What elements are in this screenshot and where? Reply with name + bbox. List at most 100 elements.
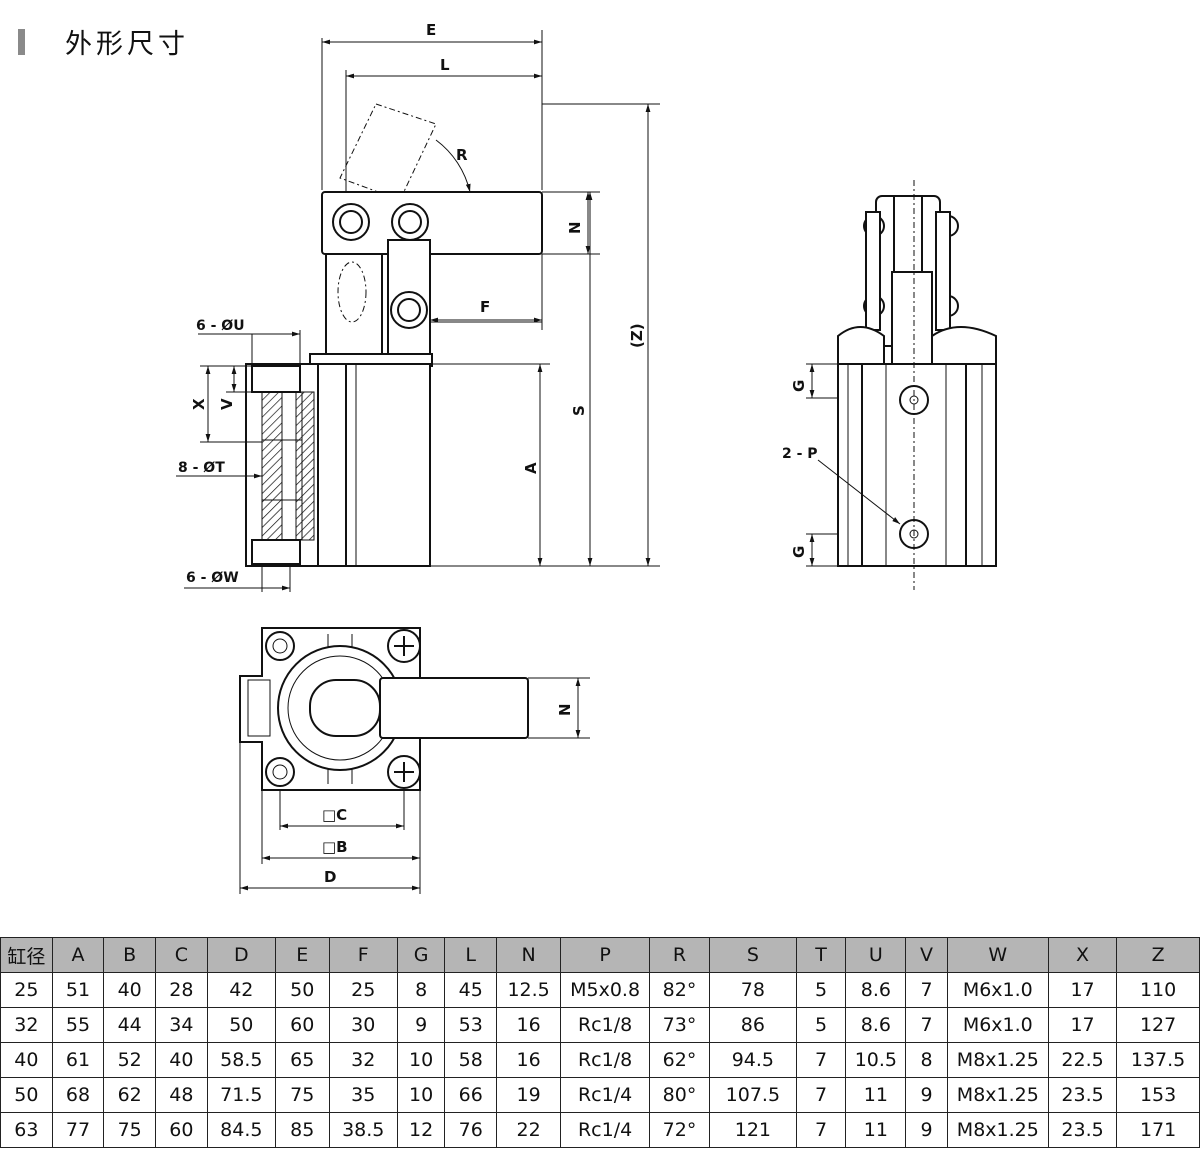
dim-label-Z: (Z) xyxy=(628,323,646,348)
table-cell: 34 xyxy=(155,1007,208,1043)
top-view: N □C □B D xyxy=(239,627,590,894)
side-view: G 2 - P G xyxy=(782,180,997,590)
section-title: 外形尺寸 xyxy=(18,22,189,61)
table-cell: 76 xyxy=(444,1112,498,1148)
table-cell: 75 xyxy=(103,1112,157,1148)
table-cell: M8x1.25 xyxy=(946,1077,1049,1113)
table-cell: 7 xyxy=(905,1007,948,1043)
table-cell: 121 xyxy=(708,1112,797,1148)
dim-label-V: V xyxy=(218,398,236,410)
table-cell: 40 xyxy=(0,1042,53,1078)
table-cell: 66 xyxy=(444,1077,498,1113)
table-header-row: 缸径 A B C D E F G L N P R S T U V W X Z xyxy=(0,937,1200,973)
col-header: Z xyxy=(1116,937,1200,973)
table-cell: M8x1.25 xyxy=(946,1112,1049,1148)
table-cell: 61 xyxy=(51,1042,105,1078)
col-header: T xyxy=(795,937,847,973)
table-cell: 153 xyxy=(1116,1077,1200,1113)
table-cell: 16 xyxy=(496,1042,562,1078)
dim-label-N-top: N xyxy=(556,703,574,716)
col-header: W xyxy=(946,937,1049,973)
table-cell: 50 xyxy=(274,972,330,1008)
col-header: G xyxy=(396,937,446,973)
dim-label-G-bottom: G xyxy=(790,546,808,558)
table-cell: 8 xyxy=(905,1042,948,1078)
table-cell: 17 xyxy=(1047,972,1118,1008)
table-cell: 107.5 xyxy=(708,1077,797,1113)
table-cell: 137.5 xyxy=(1116,1042,1200,1078)
table-cell: 17 xyxy=(1047,1007,1118,1043)
col-header: R xyxy=(649,937,710,973)
col-header: V xyxy=(905,937,948,973)
table-cell: 8.6 xyxy=(845,1007,907,1043)
table-cell: 22 xyxy=(496,1112,562,1148)
table-cell: M8x1.25 xyxy=(946,1042,1049,1078)
table-cell: 40 xyxy=(155,1042,208,1078)
table-cell: 10.5 xyxy=(845,1042,907,1078)
table-cell: 72° xyxy=(649,1112,710,1148)
table-cell: 40 xyxy=(103,972,157,1008)
dim-label-E: E xyxy=(426,21,436,39)
dim-label-N: N xyxy=(566,221,584,234)
table-cell: 5 xyxy=(795,972,847,1008)
col-header: B xyxy=(103,937,157,973)
col-header: L xyxy=(444,937,498,973)
col-header: S xyxy=(708,937,797,973)
col-header: A xyxy=(51,937,105,973)
table-cell: 8 xyxy=(396,972,446,1008)
table-cell: 7 xyxy=(795,1042,847,1078)
dim-label-U: 6 - ØU xyxy=(196,318,245,334)
col-header: 缸径 xyxy=(0,937,53,973)
dim-label-T: 8 - ØT xyxy=(178,460,225,476)
table-cell: Rc1/4 xyxy=(560,1112,651,1148)
table-cell: 71.5 xyxy=(206,1077,276,1113)
table-cell: Rc1/8 xyxy=(560,1007,651,1043)
table-cell: 82° xyxy=(649,972,710,1008)
table-cell: 52 xyxy=(103,1042,157,1078)
table-cell: 44 xyxy=(103,1007,157,1043)
table-cell: 32 xyxy=(328,1042,398,1078)
table-cell: 68 xyxy=(51,1077,105,1113)
table-cell: 5 xyxy=(795,1007,847,1043)
table-cell: M6x1.0 xyxy=(946,1007,1049,1043)
dimension-table: 缸径 A B C D E F G L N P R S T U V W X Z 2… xyxy=(0,937,1200,1148)
dim-label-R: R xyxy=(456,146,468,164)
table-cell: 77 xyxy=(51,1112,105,1148)
dim-label-L: L xyxy=(440,56,450,74)
table-cell: 28 xyxy=(155,972,208,1008)
table-cell: 171 xyxy=(1116,1112,1200,1148)
table-cell: 110 xyxy=(1116,972,1200,1008)
table-cell: 9 xyxy=(905,1112,948,1148)
table-cell: 65 xyxy=(274,1042,330,1078)
table-cell: 50 xyxy=(0,1077,53,1113)
table-cell: 73° xyxy=(649,1007,710,1043)
dim-label-B: □B xyxy=(322,838,348,856)
table-cell: 12 xyxy=(396,1112,446,1148)
table-cell: 25 xyxy=(328,972,398,1008)
dim-label-D: D xyxy=(324,868,336,886)
table-cell: 22.5 xyxy=(1047,1042,1118,1078)
table-cell: 11 xyxy=(845,1077,907,1113)
table-cell: 58.5 xyxy=(206,1042,276,1078)
table-cell: 94.5 xyxy=(708,1042,797,1078)
dim-label-F: F xyxy=(480,298,490,316)
dim-label-A: A xyxy=(522,462,540,474)
table-cell: 12.5 xyxy=(496,972,562,1008)
table-cell: 16 xyxy=(496,1007,562,1043)
table-cell: 23.5 xyxy=(1047,1112,1118,1148)
table-cell: 53 xyxy=(444,1007,498,1043)
table-cell: 7 xyxy=(905,972,948,1008)
front-view: E L R N F xyxy=(176,21,660,592)
table-cell: 80° xyxy=(649,1077,710,1113)
table-cell: Rc1/4 xyxy=(560,1077,651,1113)
table-cell: M6x1.0 xyxy=(946,972,1049,1008)
page-title: 外形尺寸 xyxy=(65,29,189,60)
col-header: X xyxy=(1047,937,1118,973)
table-cell: 10 xyxy=(396,1042,446,1078)
table-cell: 25 xyxy=(0,972,53,1008)
col-header: N xyxy=(496,937,562,973)
col-header: F xyxy=(328,937,398,973)
